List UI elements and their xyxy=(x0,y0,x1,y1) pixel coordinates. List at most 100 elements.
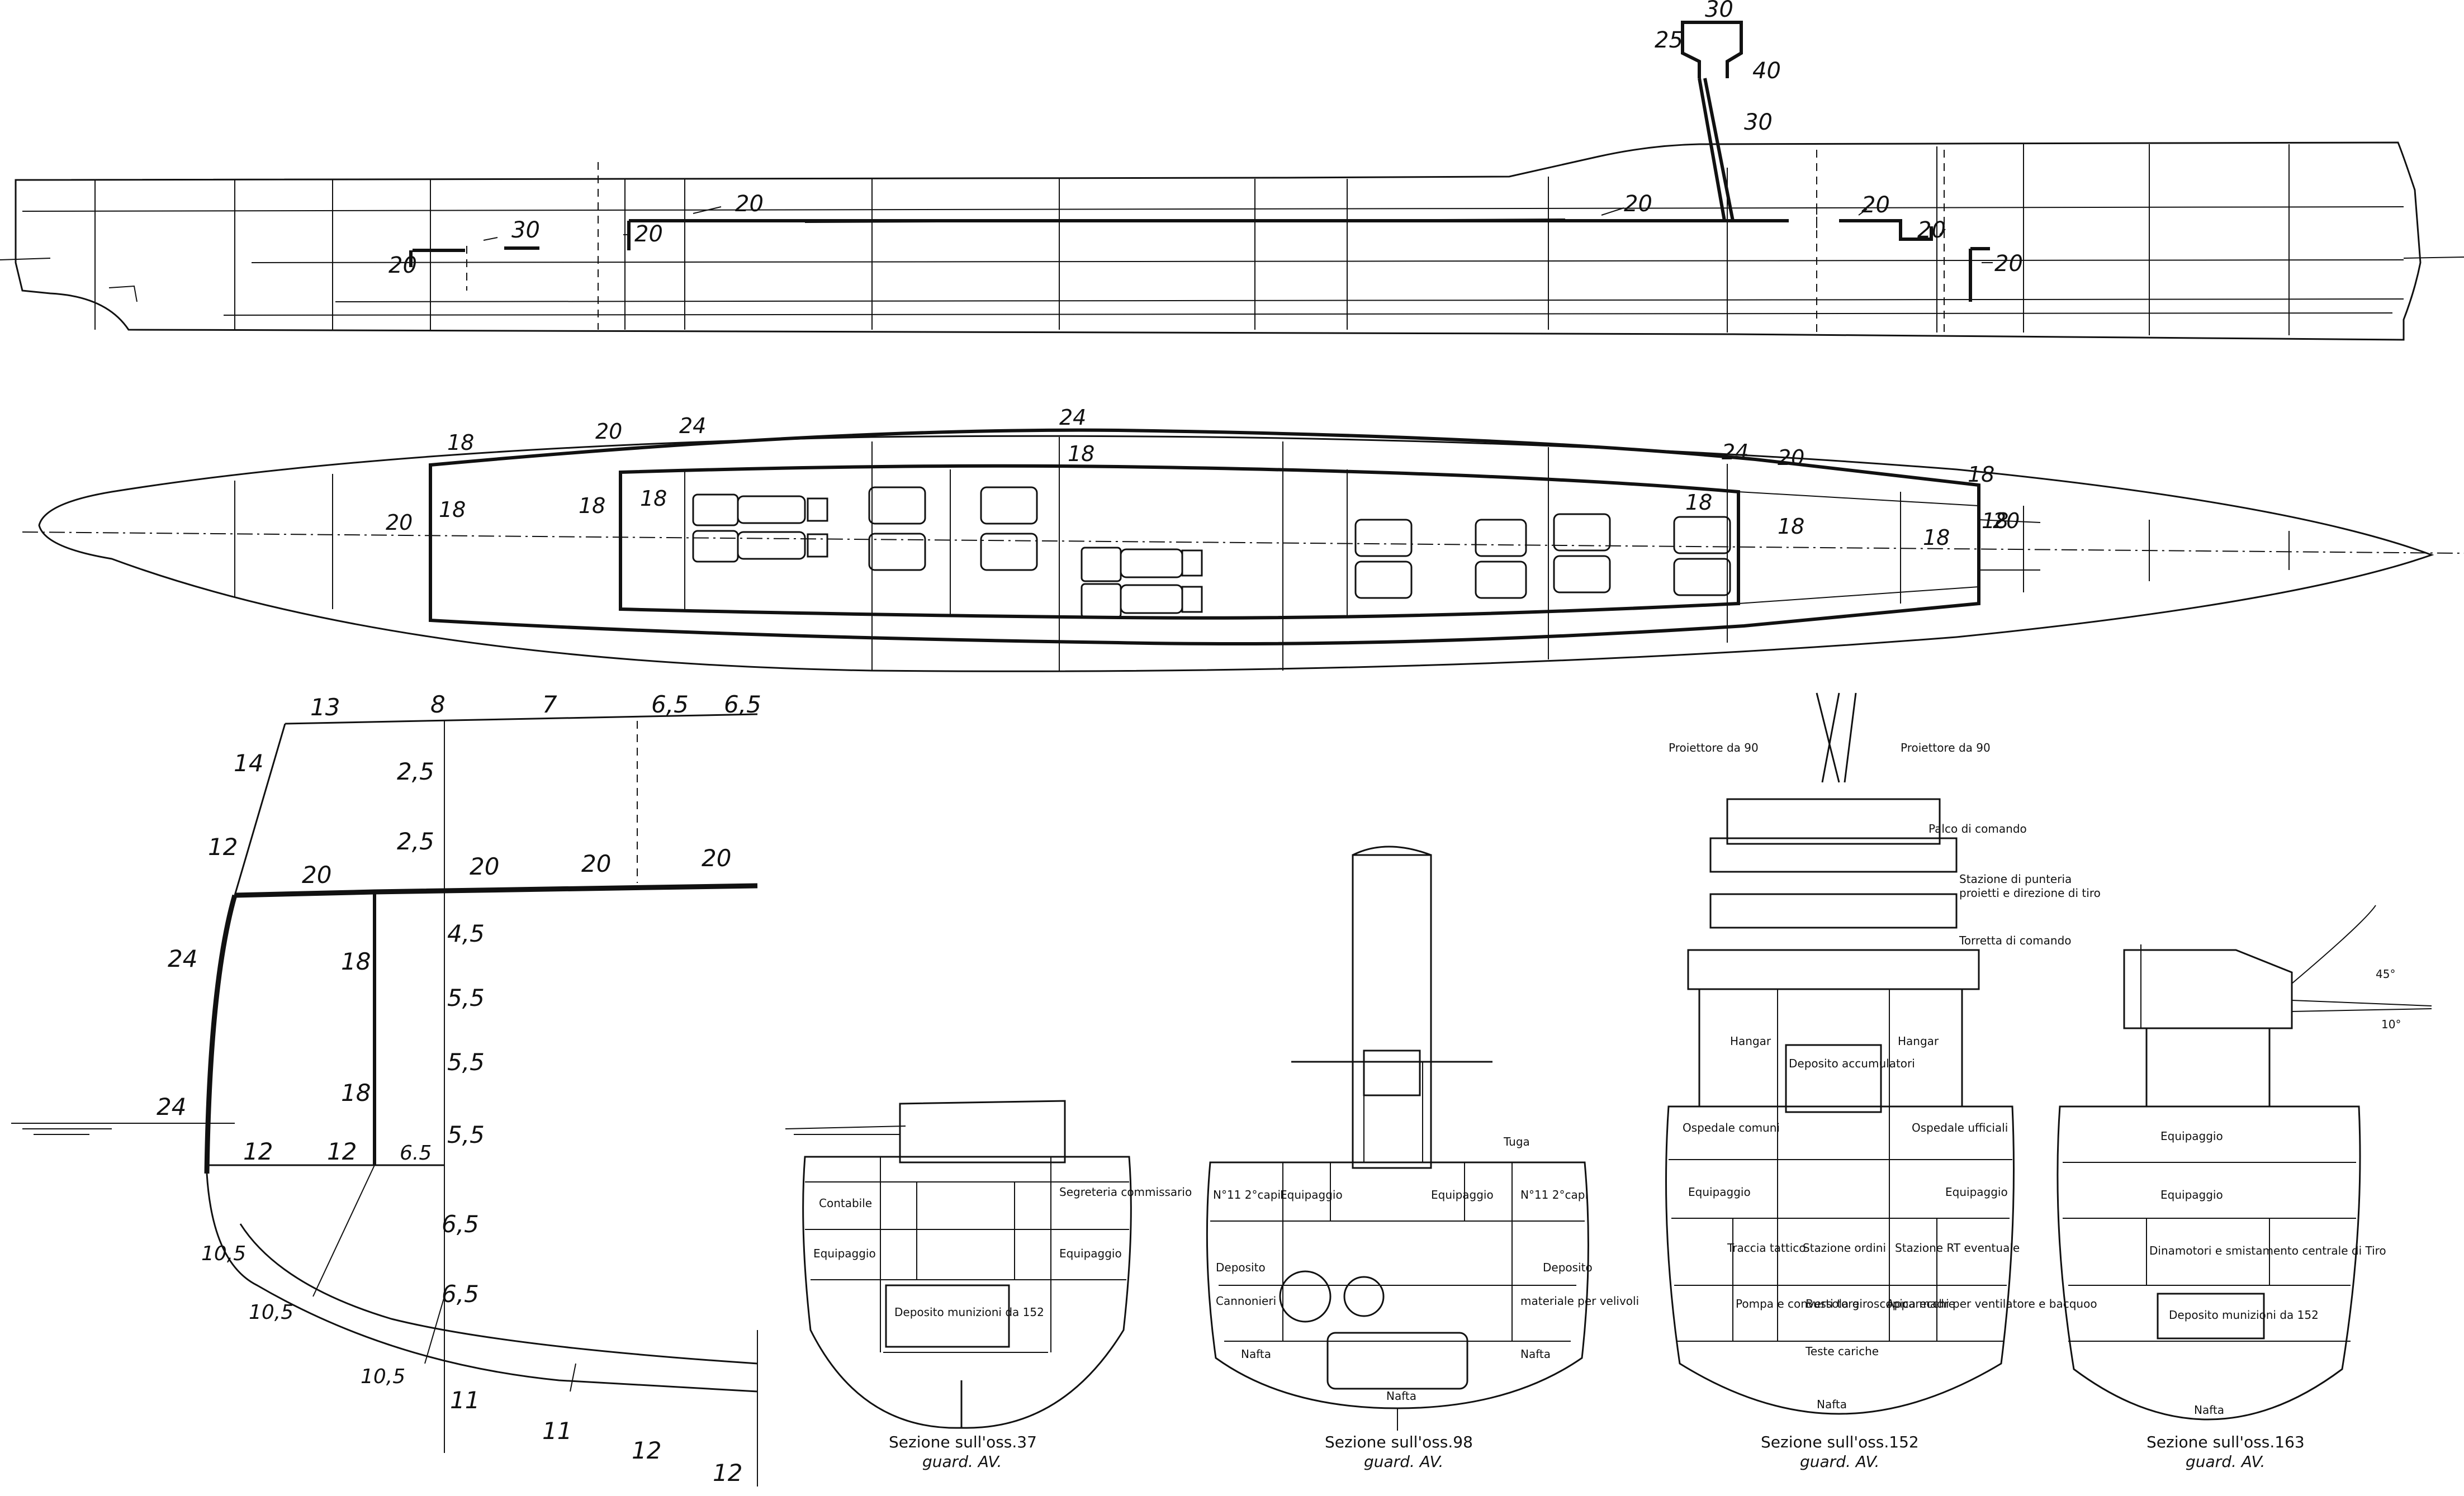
s152-room-6: Equipaggio xyxy=(1688,1185,1751,1199)
s152-caption-1: Sezione sull'oss.152 xyxy=(1761,1433,1919,1451)
s37-caption-2: guard. AV. xyxy=(922,1452,1002,1471)
s152-annot-3: Palco di comando xyxy=(1928,822,2027,835)
s152-annot-4: Stazione di punteria xyxy=(1959,872,2072,886)
plan-label-16: 18 xyxy=(1982,509,2008,533)
profile-label-11: 40 xyxy=(1752,58,1781,84)
plan-label-8: 18 xyxy=(439,497,466,522)
profile-label-5: 20 xyxy=(1624,191,1652,217)
s37-caption-1: Sezione sull'oss.37 xyxy=(889,1433,1037,1451)
s152-annot-2: Proiettore da 90 xyxy=(1901,741,1991,754)
mid-top-5: 6,5 xyxy=(724,691,761,718)
s152-room-8: Traccia tattico xyxy=(1727,1241,1806,1255)
s98-caption-2: guard. AV. xyxy=(1364,1452,1443,1471)
s98-room-3: N°11 2°capi xyxy=(1213,1188,1281,1201)
mid-bot-6: 12 xyxy=(632,1437,661,1464)
mid-bd-2: 12 xyxy=(327,1138,357,1165)
mid-bh-2: 18 xyxy=(341,1079,371,1106)
s152-caption-2: guard. AV. xyxy=(1800,1452,1879,1471)
plan-label-14: 18 xyxy=(1968,462,1994,487)
mid-top-3: 7 xyxy=(542,691,557,718)
mid-top-1: 13 xyxy=(310,694,340,721)
profile-label-4: 20 xyxy=(735,191,764,217)
s152-room-11: Pompa e converti tore xyxy=(1736,1297,1859,1310)
profile-label-9: 30 xyxy=(1705,0,1733,22)
profile-label-2: 30 xyxy=(511,217,540,243)
plan-label-12: 20 xyxy=(1778,445,1804,470)
s152-room-1: Hangar xyxy=(1730,1034,1771,1048)
s98-room-10: Nafta xyxy=(1520,1347,1551,1361)
mid-bh-1: 18 xyxy=(341,948,371,975)
s37-room-3: Equipaggio xyxy=(813,1247,876,1260)
s152-room-15: Nafta xyxy=(1817,1398,1847,1411)
mid-bot-7: 12 xyxy=(713,1459,742,1486)
plan-label-13: 18 xyxy=(1778,514,1804,539)
s152-annot-5: proietti e direzione di tiro xyxy=(1959,886,2101,900)
mid-deck-3: 20 xyxy=(581,850,611,877)
mid-inner-5: 5,5 xyxy=(447,1048,485,1076)
s163-room-3: Dinamotori e smistamento centrale di Tir… xyxy=(2149,1244,2386,1257)
mid-inner-1: 2,5 xyxy=(397,758,434,785)
mid-side-4: 24 xyxy=(157,1093,186,1120)
profile-label-8: 20 xyxy=(1994,251,2023,277)
midship-section: 13 8 7 6,5 6,5 14 12 24 24 20 20 20 20 2… xyxy=(11,691,761,1486)
s163-room-4: Deposito munizioni da 152 xyxy=(2169,1308,2319,1322)
s98-caption-1: Sezione sull'oss.98 xyxy=(1325,1433,1473,1451)
plan-label-4: 24 xyxy=(1059,405,1086,430)
profile-label-10: 25 xyxy=(1655,27,1683,53)
s98-room-11: Nafta xyxy=(1386,1389,1416,1403)
s163-room-5: Nafta xyxy=(2194,1403,2224,1417)
plan-label-1: 18 xyxy=(447,430,474,455)
s152-room-4: Ospedale comuni xyxy=(1683,1121,1780,1134)
plan-label-3: 24 xyxy=(679,414,706,438)
s37-room-4: Equipaggio xyxy=(1059,1247,1122,1260)
s163-angle-2: 10° xyxy=(2381,1018,2401,1031)
section-152: Proiettore da 90 Proiettore da 90 Palco … xyxy=(1665,692,2101,1471)
mid-side-3: 24 xyxy=(168,945,197,972)
s98-room-1: Equipaggio xyxy=(1280,1188,1343,1201)
s163-room-2: Equipaggio xyxy=(2160,1188,2223,1201)
section-163: 45° 10° Equipaggio Equipaggio Dinamotori… xyxy=(2057,905,2432,1471)
s152-room-3: Deposito accumulatori xyxy=(1789,1057,1915,1070)
plan-label-5: 18 xyxy=(1068,441,1094,466)
mid-top-2: 8 xyxy=(430,691,446,718)
s37-room-2: Segreteria commissario xyxy=(1059,1185,1192,1199)
profile-label-7: 20 xyxy=(1917,217,1946,243)
s98-room-6: Deposito xyxy=(1543,1261,1593,1274)
mid-inner-6: 5,5 xyxy=(447,1121,485,1148)
plan-label-9: 18 xyxy=(579,493,605,518)
s98-room-5: Deposito xyxy=(1216,1261,1266,1274)
s152-room-9: Stazione ordini xyxy=(1803,1241,1886,1255)
s98-room-2: Equipaggio xyxy=(1431,1188,1494,1201)
mid-deck-2: 20 xyxy=(470,853,499,880)
s163-room-1: Equipaggio xyxy=(2160,1129,2223,1143)
s98-room-8: materiale per velivoli xyxy=(1520,1294,1639,1308)
mid-top-4: 6,5 xyxy=(651,691,689,718)
plan-label-15: 18 xyxy=(1923,525,1950,550)
plan-label-11: 24 xyxy=(1722,440,1749,464)
profile-label-6: 20 xyxy=(1861,192,1890,218)
section-37: Contabile Segreteria commissario Equipag… xyxy=(785,1100,1192,1471)
mid-bot-1: 10,5 xyxy=(201,1242,246,1265)
s98-room-9: Nafta xyxy=(1241,1347,1271,1361)
s163-caption-2: guard. AV. xyxy=(2186,1452,2265,1471)
mid-bd-1: 12 xyxy=(243,1138,273,1165)
s98-room-7: Cannonieri xyxy=(1216,1294,1276,1308)
mid-inner-3: 4,5 xyxy=(447,920,485,947)
s37-room-1: Contabile xyxy=(819,1196,872,1210)
mid-bd-3: 6.5 xyxy=(400,1142,432,1165)
plan-label-2: 20 xyxy=(595,419,622,444)
mid-deck-1: 20 xyxy=(302,861,331,889)
s152-annot-6: Torretta di comando xyxy=(1959,934,2072,947)
profile-label-1: 20 xyxy=(388,253,417,278)
profile-view: 20 30 20 20 20 20 20 20 30 25 40 30 xyxy=(0,0,2464,341)
s152-room-14: Teste cariche xyxy=(1805,1345,1879,1358)
s152-room-2: Hangar xyxy=(1898,1034,1939,1048)
plan-label-17: 20 xyxy=(1993,509,2020,533)
plan-label-10: 18 xyxy=(1685,490,1712,515)
mid-inner-2: 2,5 xyxy=(397,828,434,855)
mid-inner-7: 6,5 xyxy=(442,1210,479,1238)
mid-bot-5: 11 xyxy=(542,1417,572,1445)
s152-annot-1: Proiettore da 90 xyxy=(1669,741,1759,754)
s152-room-13: Apparecchi per ventilatore e bacquoo xyxy=(1887,1297,2097,1310)
